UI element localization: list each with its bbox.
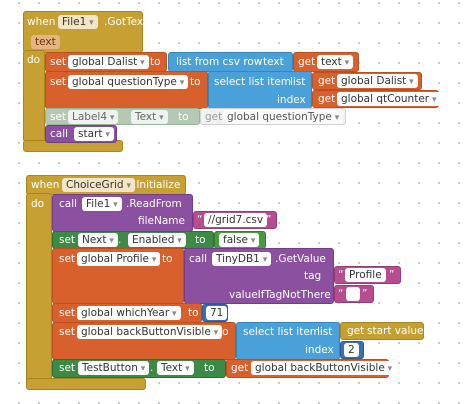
set-keyword: set xyxy=(50,76,67,88)
component-dropdown[interactable]: File1 xyxy=(82,197,122,211)
param-text[interactable]: text xyxy=(31,35,60,49)
get-keyword: get xyxy=(318,93,336,105)
set-keyword: set xyxy=(59,234,76,246)
get-keyword: get xyxy=(298,56,316,68)
quote-close: ” xyxy=(362,288,368,300)
tag-label: tag xyxy=(304,270,322,282)
component-dropdown[interactable]: TestButton xyxy=(78,361,150,375)
to-keyword: to xyxy=(162,253,173,265)
get-var-dropdown[interactable]: global questionType xyxy=(223,110,344,124)
to-keyword: to xyxy=(178,111,189,123)
list-socket-label: list xyxy=(290,76,306,88)
set-keyword: set xyxy=(50,111,67,123)
var-dropdown[interactable]: global questionType xyxy=(68,75,189,89)
property-dropdown[interactable]: Enabled xyxy=(128,233,186,247)
index-socket-label: index xyxy=(305,344,334,356)
component-dropdown[interactable]: Label4 xyxy=(68,110,119,124)
select-call-label: select list item xyxy=(243,326,321,338)
filename-label: fileName xyxy=(138,215,185,227)
default-value[interactable] xyxy=(346,287,360,301)
index-socket-label: index xyxy=(277,94,306,106)
property-dropdown[interactable]: Text xyxy=(157,361,194,375)
method-name: .ReadFrom xyxy=(126,198,182,210)
set-keyword: set xyxy=(59,307,76,319)
get-var-label: start value xyxy=(367,325,424,337)
call-keyword: call xyxy=(189,253,208,265)
get-keyword: get xyxy=(318,75,336,87)
set-keyword: set xyxy=(50,56,67,68)
set-keyword: set xyxy=(59,362,76,374)
event-name: .GotText xyxy=(104,16,148,28)
boolean-dropdown[interactable]: false xyxy=(219,233,260,247)
component-dropdown[interactable]: ChoiceGrid xyxy=(62,178,135,192)
do-label: do xyxy=(31,198,45,210)
var-dropdown[interactable]: global Dalist xyxy=(68,55,149,69)
to-keyword: to xyxy=(204,362,215,374)
quote-close: ” xyxy=(266,214,272,226)
to-keyword: to xyxy=(190,76,201,88)
to-keyword: to xyxy=(195,234,206,246)
tag-value[interactable]: Profile xyxy=(345,268,386,282)
list-socket-label: list xyxy=(317,326,333,338)
get-list-dropdown[interactable]: global Dalist xyxy=(337,74,418,88)
var-dropdown[interactable]: global backButtonVisible xyxy=(77,325,223,339)
quote-open: “ xyxy=(338,269,344,281)
component-dropdown[interactable]: TinyDB1 xyxy=(212,252,272,266)
get-var-dropdown[interactable]: text xyxy=(317,55,354,69)
csv-call-label: list from csv row xyxy=(176,56,263,68)
index-value[interactable]: 2 xyxy=(344,343,359,357)
csv-arg-label: text xyxy=(263,56,284,68)
procedure-dropdown[interactable]: start xyxy=(74,127,114,141)
get-keyword: get xyxy=(205,111,223,123)
get-index-dropdown[interactable]: global qtCounter xyxy=(337,92,441,106)
filename-value[interactable]: //grid7.csv xyxy=(204,213,268,227)
component-dropdown[interactable]: File1 xyxy=(58,15,98,29)
call-keyword: call xyxy=(50,128,69,140)
to-keyword: to xyxy=(150,56,161,68)
quote-close: ” xyxy=(389,269,395,281)
do-label: do xyxy=(27,54,41,66)
get-var-dropdown[interactable]: global backButtonVisible xyxy=(251,361,397,375)
to-keyword: to xyxy=(218,326,229,338)
component-dropdown[interactable]: Next xyxy=(78,233,118,247)
var-dropdown[interactable]: global whichYear xyxy=(77,306,181,320)
when-label: when xyxy=(27,16,56,28)
when-label: when xyxy=(31,179,60,191)
select-call-label: select list item xyxy=(214,76,292,88)
to-keyword: to xyxy=(188,307,199,319)
call-keyword: call xyxy=(59,198,78,210)
set-keyword: set xyxy=(59,326,76,338)
tinydb-getvalue-block[interactable] xyxy=(184,248,334,304)
property-dropdown[interactable]: Text xyxy=(131,110,168,124)
get-keyword: get xyxy=(231,362,249,374)
dot: . xyxy=(118,234,122,246)
get-start-value-block[interactable] xyxy=(340,322,424,340)
quote-open: “ xyxy=(338,288,344,300)
set-keyword: set xyxy=(59,253,76,265)
quote-open: “ xyxy=(197,214,203,226)
var-dropdown[interactable]: global Profile xyxy=(77,252,161,266)
default-label: valueIfTagNotThere xyxy=(229,289,331,301)
method-name: .GetValue xyxy=(275,253,326,265)
event-name: .Initialize xyxy=(133,179,181,191)
get-keyword: get xyxy=(347,325,365,337)
dot: . xyxy=(150,362,154,374)
number-value[interactable]: 71 xyxy=(206,306,228,320)
